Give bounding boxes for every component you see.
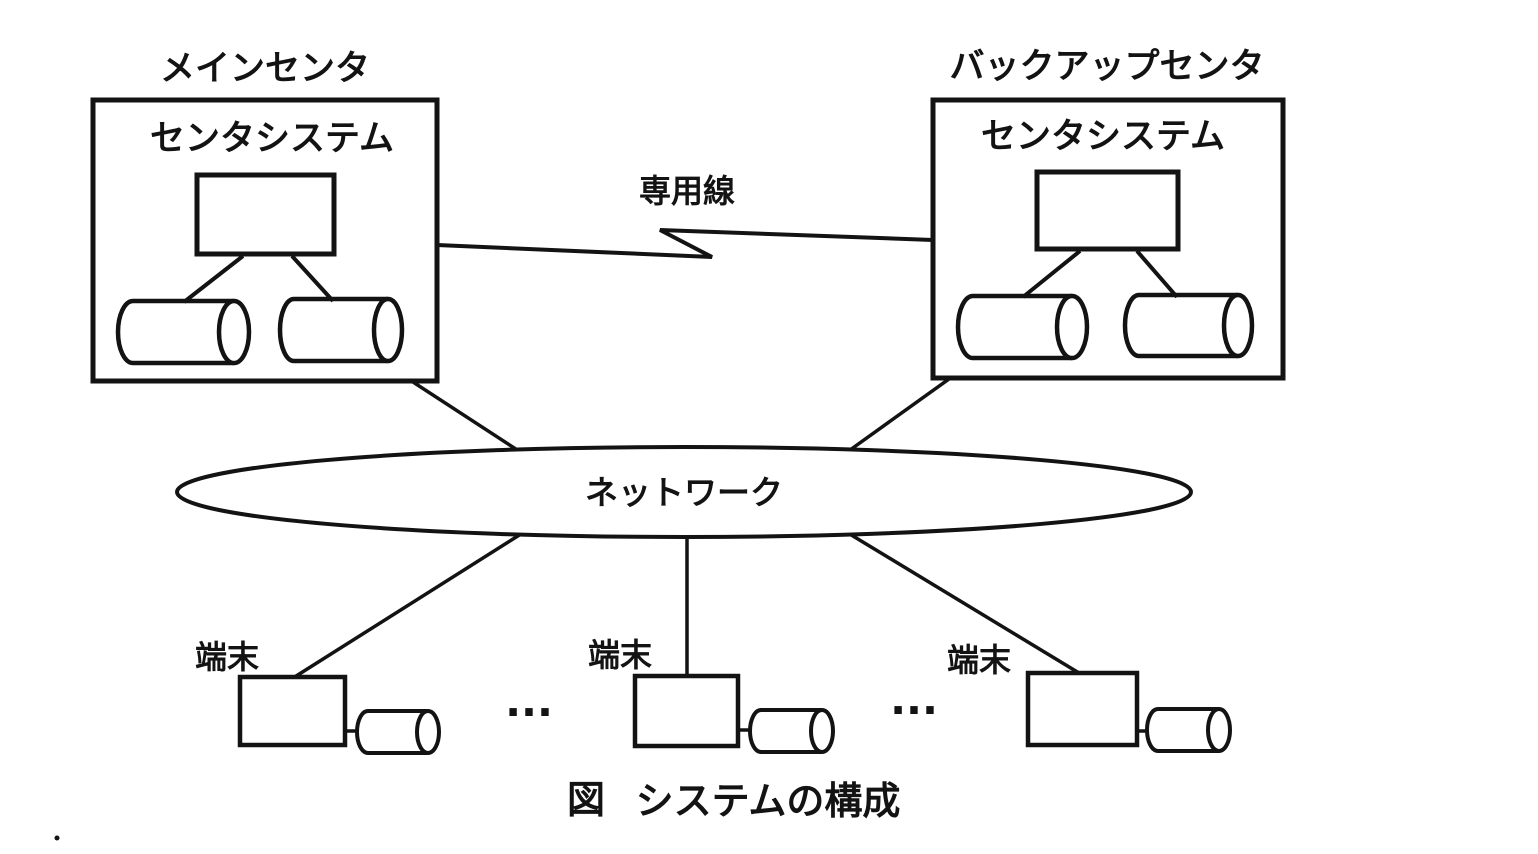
figure-caption-title: システムの構成 bbox=[636, 779, 901, 823]
dedicated-line-label: 専用線 bbox=[639, 172, 735, 210]
ellipsis-between-terminal-1-2: ... bbox=[505, 677, 553, 726]
backup-server-box bbox=[1034, 169, 1181, 252]
stray-dot-mark bbox=[54, 835, 60, 841]
terminal-2-group bbox=[632, 673, 835, 754]
main-center-system-label: センタシステム bbox=[150, 119, 394, 159]
network-label: ネットワーク bbox=[585, 473, 783, 512]
terminal-2-cylinder bbox=[748, 708, 835, 754]
terminal-3-label: 端末 bbox=[947, 641, 1011, 679]
backup-server-to-left-disk-line bbox=[1021, 249, 1082, 299]
backup-center-system-label: センタシステム bbox=[981, 117, 1225, 157]
link-network-to-terminal-1 bbox=[292, 532, 522, 680]
terminal-2-box bbox=[632, 673, 741, 749]
terminal-1-label: 端末 bbox=[195, 638, 259, 676]
link-main-center-to-network bbox=[412, 380, 526, 457]
main-server-to-right-disk-line bbox=[290, 254, 335, 303]
terminal-1-cylinder bbox=[355, 709, 441, 755]
main-center-label: メインセンタ bbox=[160, 49, 370, 89]
backup-left-disk-cylinder bbox=[955, 293, 1090, 361]
main-server-to-left-disk-line bbox=[182, 254, 245, 304]
terminal-3-box bbox=[1025, 670, 1140, 748]
terminal-3-cylinder bbox=[1145, 707, 1232, 753]
backup-right-disk-cylinder bbox=[1122, 292, 1255, 359]
dedicated-line-zigzag bbox=[435, 228, 935, 259]
main-center-group bbox=[90, 97, 440, 384]
figure-caption-prefix: 図 bbox=[567, 778, 605, 822]
ellipsis-between-terminal-2-3: ... bbox=[890, 675, 938, 724]
backup-center-label: バックアップセンタ bbox=[949, 47, 1264, 87]
main-right-disk-cylinder bbox=[277, 296, 405, 364]
network-ellipse bbox=[175, 445, 1193, 539]
terminal-1-group bbox=[237, 674, 441, 755]
terminal-1-box bbox=[237, 674, 348, 748]
terminal-2-label: 端末 bbox=[588, 636, 652, 674]
link-backup-center-to-network bbox=[848, 377, 951, 452]
terminal-3-group bbox=[1025, 670, 1232, 753]
main-server-box bbox=[194, 172, 337, 257]
backup-center-group bbox=[930, 97, 1286, 381]
backup-server-to-right-disk-line bbox=[1135, 249, 1179, 299]
main-left-disk-cylinder bbox=[115, 298, 252, 366]
link-network-to-terminal-3 bbox=[847, 531, 1085, 678]
network-links bbox=[292, 377, 1085, 680]
